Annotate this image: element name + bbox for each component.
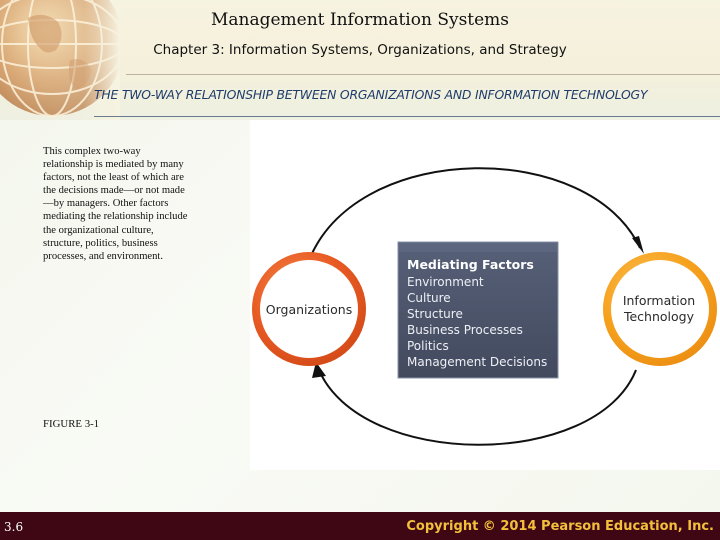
copyright-notice: Copyright © 2014 Pearson Education, Inc. [406,519,714,534]
organizations-label: Organizations [266,302,352,317]
figure-label: FIGURE 3-1 [43,418,100,430]
figure-caption: This complex two-way relationship is med… [43,146,188,262]
footer-bar [0,512,720,540]
factor-business-processes: Business Processes [407,323,523,337]
header-band [0,0,720,120]
mediating-factors-box [397,241,559,379]
page-subtitle: Chapter 3: Information Systems, Organiza… [153,42,567,58]
factor-culture: Culture [407,291,451,305]
factor-politics: Politics [407,339,449,353]
arrow-icon [312,362,326,378]
factor-management-decisions: Management Decisions [407,355,547,369]
information-label: Information [623,293,695,308]
slide-heading: THE TWO-WAY RELATIONSHIP BETWEEN ORGANIZ… [94,87,648,102]
header-divider [126,74,720,75]
bottom-arc [317,367,637,446]
mediating-factors-title: Mediating Factors [407,257,534,272]
globe-icon [0,0,120,120]
slide-number: 3.6 [4,520,24,534]
factor-environment: Environment [407,275,484,289]
heading-divider [94,116,720,117]
top-arc [309,167,641,259]
page-title: Management Information Systems [210,10,510,30]
arrow-icon [632,236,644,254]
factor-structure: Structure [407,307,463,321]
technology-label: Technology [623,309,695,324]
